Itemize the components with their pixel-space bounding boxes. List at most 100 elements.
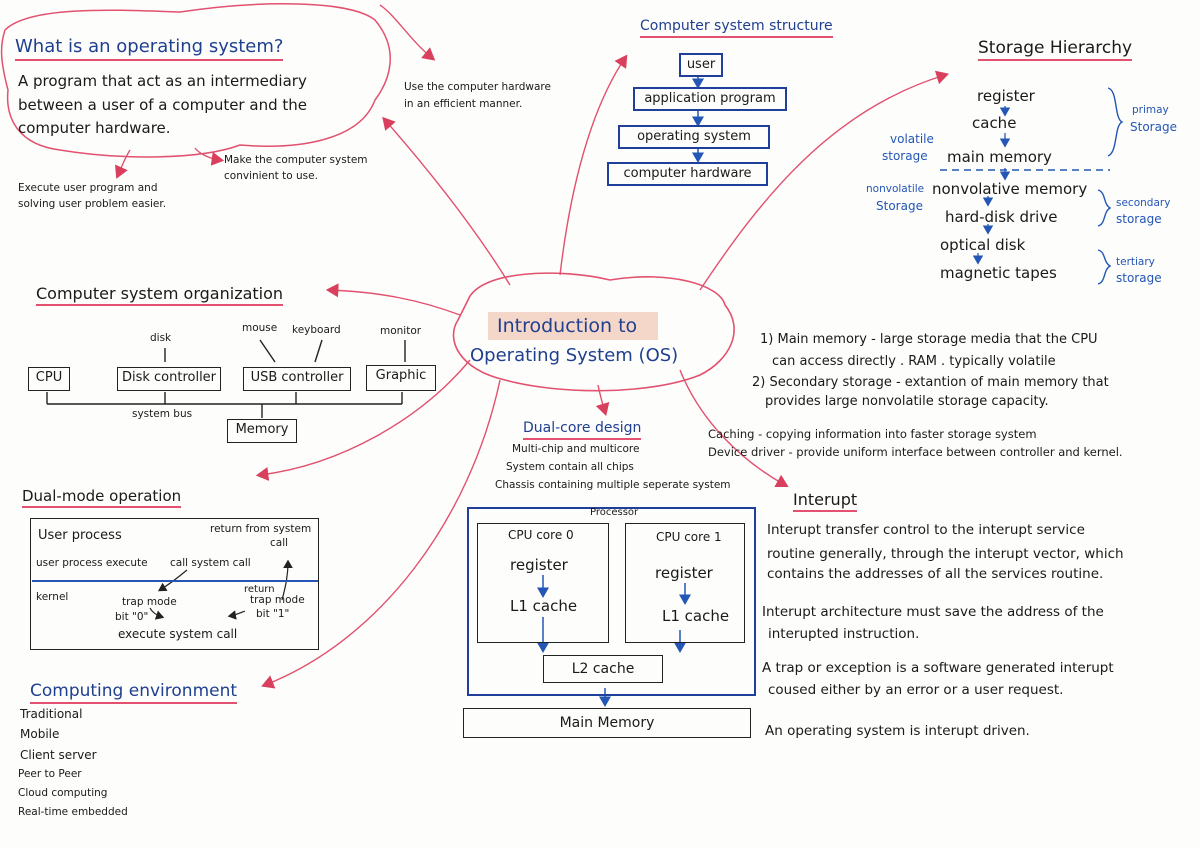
execute-1: Execute user program and [18,182,158,194]
storage-register: register [977,87,1035,105]
computing-item-5: Cloud computing [18,787,108,799]
system-bus-label: system bus [132,408,193,420]
center-highlight [488,312,658,340]
os-definition-1: A program that act as an intermediary [18,72,307,90]
interrupt-heading: Interupt [793,490,858,513]
note-main-memory-2: can access directly . RAM . typically vo… [772,354,1056,369]
interrupt-p2-a: Interupt architecture must save the addr… [762,604,1104,620]
computing-item-4: Peer to Peer [18,768,82,780]
convenient-2: convinient to use. [224,170,318,182]
core-1-register: register [655,564,713,582]
call-system-call: call system call [170,557,251,569]
storage-heading: Storage Hierarchy [978,38,1133,62]
interrupt-p2-b: interupted instruction. [768,626,920,642]
mouse-label: mouse [242,322,278,334]
cpu-box: CPU [28,367,70,391]
os-definition-3: computer hardware. [18,119,171,137]
what-is-os-heading: What is an operating system? [15,36,284,61]
core-0-l1: L1 cache [510,597,578,615]
dual-mode-box [30,518,319,650]
processor-label: Processor [590,507,639,518]
cpu-core-0-label: CPU core 0 [508,528,574,542]
main-memory-box: Main Memory [463,708,751,738]
storage-tapes: magnetic tapes [940,264,1057,282]
interrupt-p4: An operating system is interupt driven. [765,723,1030,739]
computing-item-3: Client server [20,748,97,762]
keyboard-label: keyboard [292,324,341,336]
computing-item-6: Real-time embedded [18,806,128,818]
note-secondary-1: 2) Secondary storage - extantion of main… [752,375,1109,390]
cpu-core-1-box [625,523,745,643]
trap-mode-2: bit "0" [115,611,149,623]
memory-box: Memory [227,419,297,443]
usb-controller-box: USB controller [243,367,351,391]
layer-hardware: computer hardware [607,162,768,186]
primary-label-2: Storage [1130,120,1177,134]
return-trap-2: trap mode [250,594,305,606]
cloud-center [452,272,735,392]
dual-core-bullet-1: Multi-chip and multicore [512,443,640,455]
note-device-driver: Device driver - provide uniform interfac… [708,445,1123,459]
dual-core-heading: Dual-core design [523,420,642,440]
secondary-label-1: secondary [1116,197,1171,209]
computing-item-1: Traditional [20,707,83,721]
interrupt-p1-c: contains the addresses of all the servic… [767,566,1104,582]
note-secondary-2: provides large nonvolatile storage capac… [765,394,1049,409]
note-caching: Caching - copying information into faste… [708,427,1037,441]
kernel-label: kernel [36,591,69,603]
interrupt-p1-b: routine generally, through the interupt … [767,546,1124,562]
tertiary-label-1: tertiary [1116,256,1155,268]
layer-user: user [679,53,723,77]
interrupt-p3-b: coused either by an error or a user requ… [768,682,1064,698]
execute-system-call: execute system call [118,627,238,641]
graphic-box: Graphic [366,365,436,391]
interrupt-p1-a: Interupt transfer control to the interup… [767,522,1085,538]
storage-hdd: hard-disk drive [945,208,1058,226]
layer-os: operating system [618,125,770,149]
l2-cache-box: L2 cache [543,655,663,683]
layer-application: application program [633,87,787,111]
return-trap-1: return [244,584,275,595]
return-system-call-2: call [270,537,289,549]
disk-controller-box: Disk controller [117,367,221,391]
computing-heading: Computing environment [30,681,238,705]
interrupt-p3-a: A trap or exception is a software genera… [762,660,1114,676]
center-title-line2: Operating System (OS) [470,345,679,366]
tertiary-label-2: storage [1116,271,1162,285]
storage-nonvolatile: nonvolative memory [932,180,1088,198]
computing-item-2: Mobile [20,727,60,741]
core-0-register: register [510,556,568,574]
use-hardware-1: Use the computer hardware [404,81,551,93]
monitor-label: monitor [380,325,422,337]
note-main-memory-1: 1) Main memory - large storage media tha… [760,332,1098,347]
trap-mode-1: trap mode [122,596,177,608]
center-title-line1: Introduction to [497,315,638,337]
dual-mode-heading: Dual-mode operation [22,487,182,508]
convenient-1: Make the computer system [224,154,368,166]
use-hardware-2: in an efficient manner. [404,98,523,110]
user-process-label: User process [38,528,122,543]
core-1-l1: L1 cache [662,607,730,625]
return-trap-3: bit "1" [256,608,290,620]
nonvolatile-label-2: Storage [876,199,923,213]
organization-heading: Computer system organization [36,284,284,307]
storage-optical: optical disk [940,236,1026,254]
execute-2: solving user problem easier. [18,198,167,210]
storage-cache: cache [972,114,1017,132]
disk-label: disk [150,332,172,344]
cloud-what-is-os [0,3,391,158]
os-definition-2: between a user of a computer and the [18,96,307,114]
cpu-core-0-box [477,523,609,643]
dual-core-bullet-2: System contain all chips [506,461,634,473]
storage-main-memory: main memory [947,148,1052,166]
volatile-label-2: storage [882,149,928,163]
processor-box [467,507,756,696]
secondary-label-2: storage [1116,212,1162,226]
dual-core-bullet-3: Chassis containing multiple seperate sys… [495,479,731,491]
volatile-label-1: volatile [890,132,934,146]
nonvolatile-label-1: nonvolatile [866,183,925,195]
user-process-execute: user process execute [36,557,148,569]
return-system-call-1: return from system [210,523,312,535]
structure-heading: Computer system structure [640,18,833,38]
